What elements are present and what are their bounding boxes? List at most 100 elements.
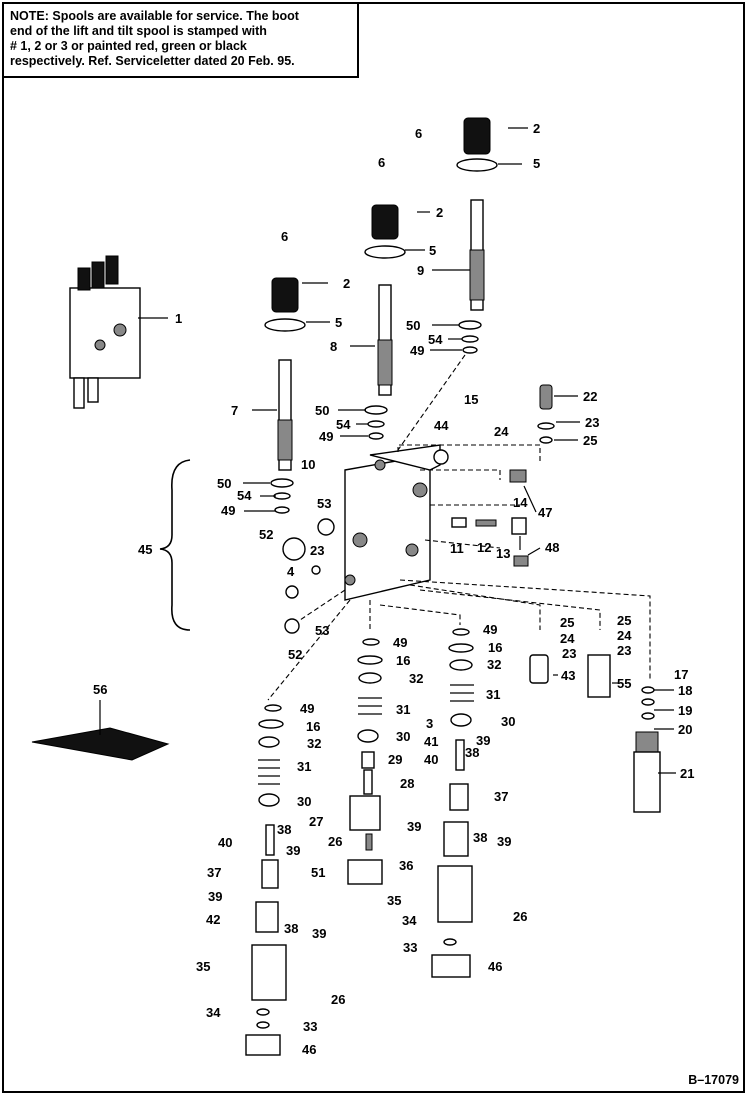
right-side-parts xyxy=(451,384,661,813)
callout-25: 25 xyxy=(583,433,597,448)
leader-lines xyxy=(99,127,676,774)
callout-49: 49 xyxy=(319,429,333,444)
callout-39: 39 xyxy=(312,926,326,941)
spool-9-stack xyxy=(456,117,498,354)
callout-9: 9 xyxy=(417,263,424,278)
callout-46: 46 xyxy=(488,959,502,974)
callout-24: 24 xyxy=(560,631,575,646)
callout-6: 6 xyxy=(281,229,288,244)
callout-3: 3 xyxy=(426,716,433,731)
callout-29: 29 xyxy=(388,752,402,767)
callout-31: 31 xyxy=(297,759,311,774)
callout-17: 17 xyxy=(674,667,688,682)
callout-6: 6 xyxy=(378,155,385,170)
callout-5: 5 xyxy=(335,315,342,330)
callout-labels: 2 6 5 6 2 6 5 9 2 1 5 50 54 8 49 22 15 7… xyxy=(93,121,694,1057)
callout-4: 4 xyxy=(287,564,295,579)
callout-56: 56 xyxy=(93,682,107,697)
callout-16: 16 xyxy=(306,719,320,734)
callout-2: 2 xyxy=(533,121,540,136)
callout-24: 24 xyxy=(494,424,509,439)
callout-40: 40 xyxy=(424,752,438,767)
callout-46: 46 xyxy=(302,1042,316,1057)
callout-45: 45 xyxy=(138,542,152,557)
callout-12: 12 xyxy=(477,540,491,555)
callout-5: 5 xyxy=(429,243,436,258)
service-note: NOTE: Spools are available for service. … xyxy=(2,2,359,78)
callout-38: 38 xyxy=(277,822,291,837)
spool-7-stack xyxy=(264,277,306,514)
callout-6: 6 xyxy=(415,126,422,141)
left-side-parts xyxy=(282,449,449,634)
callout-26: 26 xyxy=(328,834,342,849)
callout-26: 26 xyxy=(331,992,345,1007)
callout-35: 35 xyxy=(196,959,210,974)
callout-2: 2 xyxy=(343,276,350,291)
callout-34: 34 xyxy=(402,913,417,928)
callout-19: 19 xyxy=(678,703,692,718)
callout-33: 33 xyxy=(403,940,417,955)
callout-49: 49 xyxy=(300,701,314,716)
callout-32: 32 xyxy=(487,657,501,672)
callout-55: 55 xyxy=(617,676,631,691)
callout-38: 38 xyxy=(284,921,298,936)
valve-body-illustration xyxy=(344,444,441,601)
callout-7: 7 xyxy=(231,403,238,418)
callout-30: 30 xyxy=(297,794,311,809)
alignment-lines xyxy=(267,354,651,701)
callout-15: 15 xyxy=(464,392,478,407)
callout-54: 54 xyxy=(428,332,443,347)
seal-kit-illustration xyxy=(31,727,170,761)
callout-41: 41 xyxy=(424,734,438,749)
callout-23: 23 xyxy=(562,646,576,661)
callout-32: 32 xyxy=(409,671,423,686)
callout-13: 13 xyxy=(496,546,510,561)
callout-49: 49 xyxy=(221,503,235,518)
callout-35: 35 xyxy=(387,893,401,908)
callout-49: 49 xyxy=(483,622,497,637)
callout-31: 31 xyxy=(396,702,410,717)
callout-37: 37 xyxy=(207,865,221,880)
callout-14: 14 xyxy=(513,495,528,510)
callout-52: 52 xyxy=(259,527,273,542)
callout-8: 8 xyxy=(330,339,337,354)
callout-49: 49 xyxy=(393,635,407,650)
callout-30: 30 xyxy=(396,729,410,744)
callout-23: 23 xyxy=(585,415,599,430)
group-bracket xyxy=(159,459,191,631)
callout-25: 25 xyxy=(617,613,631,628)
callout-50: 50 xyxy=(315,403,329,418)
callout-39: 39 xyxy=(497,834,511,849)
callout-38: 38 xyxy=(473,830,487,845)
callout-27: 27 xyxy=(309,814,323,829)
callout-36: 36 xyxy=(399,858,413,873)
callout-54: 54 xyxy=(336,417,351,432)
callout-34: 34 xyxy=(206,1005,221,1020)
callout-16: 16 xyxy=(396,653,410,668)
callout-22: 22 xyxy=(583,389,597,404)
callout-43: 43 xyxy=(561,668,575,683)
callout-39: 39 xyxy=(286,843,300,858)
callout-39: 39 xyxy=(407,819,421,834)
callout-10: 10 xyxy=(301,457,315,472)
callout-24: 24 xyxy=(617,628,632,643)
bottom-right-stack xyxy=(431,628,474,978)
callout-5: 5 xyxy=(533,156,540,171)
figure-id: B–17079 xyxy=(688,1073,739,1087)
callout-39: 39 xyxy=(476,733,490,748)
callout-42: 42 xyxy=(206,912,220,927)
callout-30: 30 xyxy=(501,714,515,729)
callout-28: 28 xyxy=(400,776,414,791)
callout-48: 48 xyxy=(545,540,559,555)
callout-32: 32 xyxy=(307,736,321,751)
callout-47: 47 xyxy=(538,505,552,520)
callout-25: 25 xyxy=(560,615,574,630)
callout-16: 16 xyxy=(488,640,502,655)
callout-53: 53 xyxy=(317,496,331,511)
callout-26: 26 xyxy=(513,909,527,924)
callout-50: 50 xyxy=(406,318,420,333)
callout-11: 11 xyxy=(450,541,464,556)
callout-1: 1 xyxy=(175,311,182,326)
